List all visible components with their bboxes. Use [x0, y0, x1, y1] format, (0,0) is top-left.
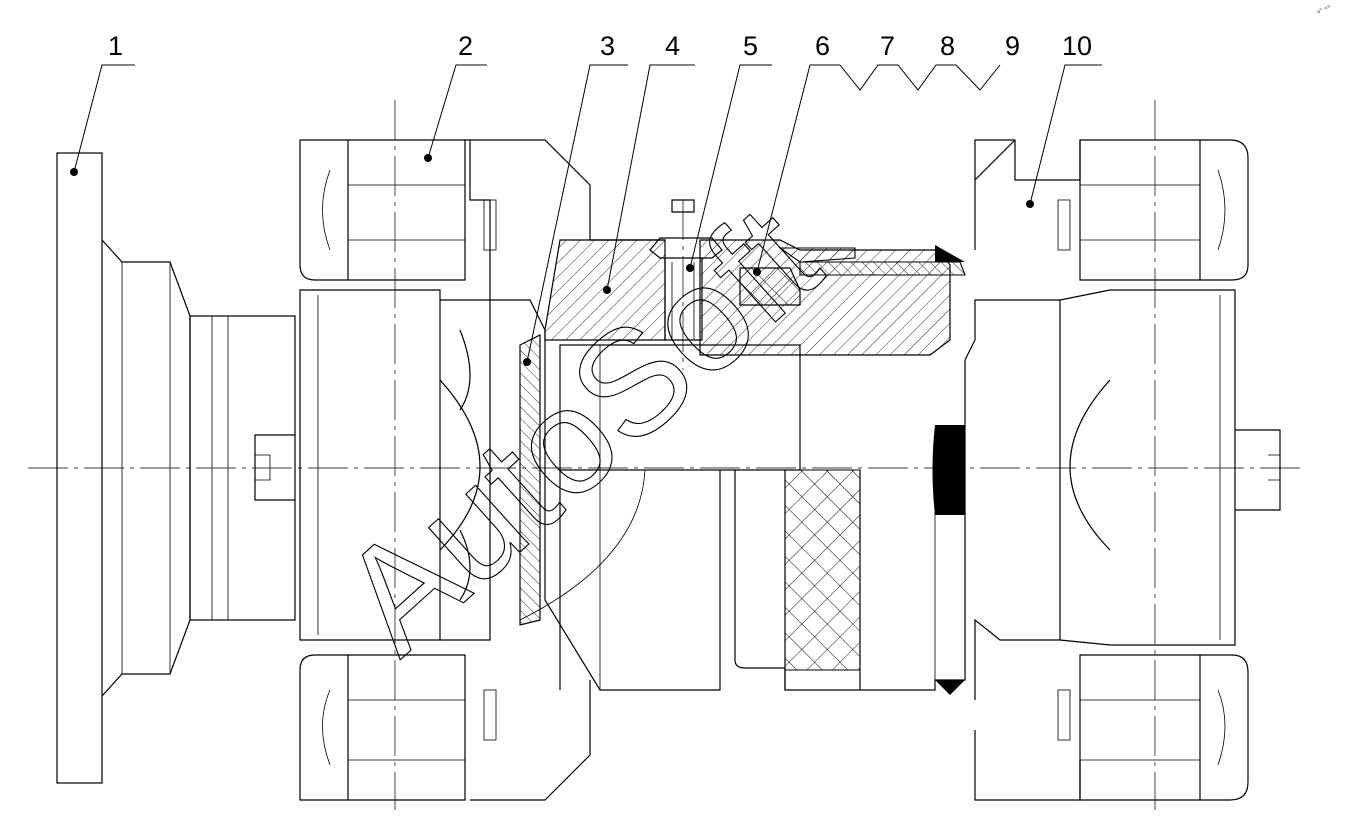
seal-assembly	[739, 245, 966, 306]
corner-stamp: vᵃ ₈₀₀	[1316, 2, 1333, 16]
right-hub	[964, 139, 1281, 801]
left-hub	[299, 289, 491, 641]
callout-5: 5	[743, 31, 758, 61]
callout-2: 2	[458, 31, 473, 61]
left-bearing-cap-bottom	[299, 654, 591, 801]
callout-7: 7	[880, 31, 895, 61]
centerlines	[28, 100, 1305, 810]
callout-4: 4	[665, 31, 680, 61]
callout-3: 3	[600, 31, 615, 61]
callout-6: 6	[815, 31, 830, 61]
callout-8: 8	[940, 31, 955, 61]
callout-10: 10	[1062, 31, 1092, 61]
shaft-core	[734, 360, 966, 695]
right-bearing-cap-bottom	[1057, 654, 1249, 801]
left-bearing-cap-top	[299, 139, 591, 300]
grease-bolt	[649, 199, 723, 341]
callout-9: 9	[1005, 31, 1020, 61]
flange-plate	[56, 152, 296, 784]
callout-1: 1	[108, 31, 123, 61]
callout-leaders	[73, 64, 1102, 363]
callout-labels: 1 2 3 4 5 6 7 8 9 10	[108, 31, 1092, 61]
callout-dots	[70, 154, 1034, 366]
right-bearing-cap-top	[1057, 139, 1249, 281]
